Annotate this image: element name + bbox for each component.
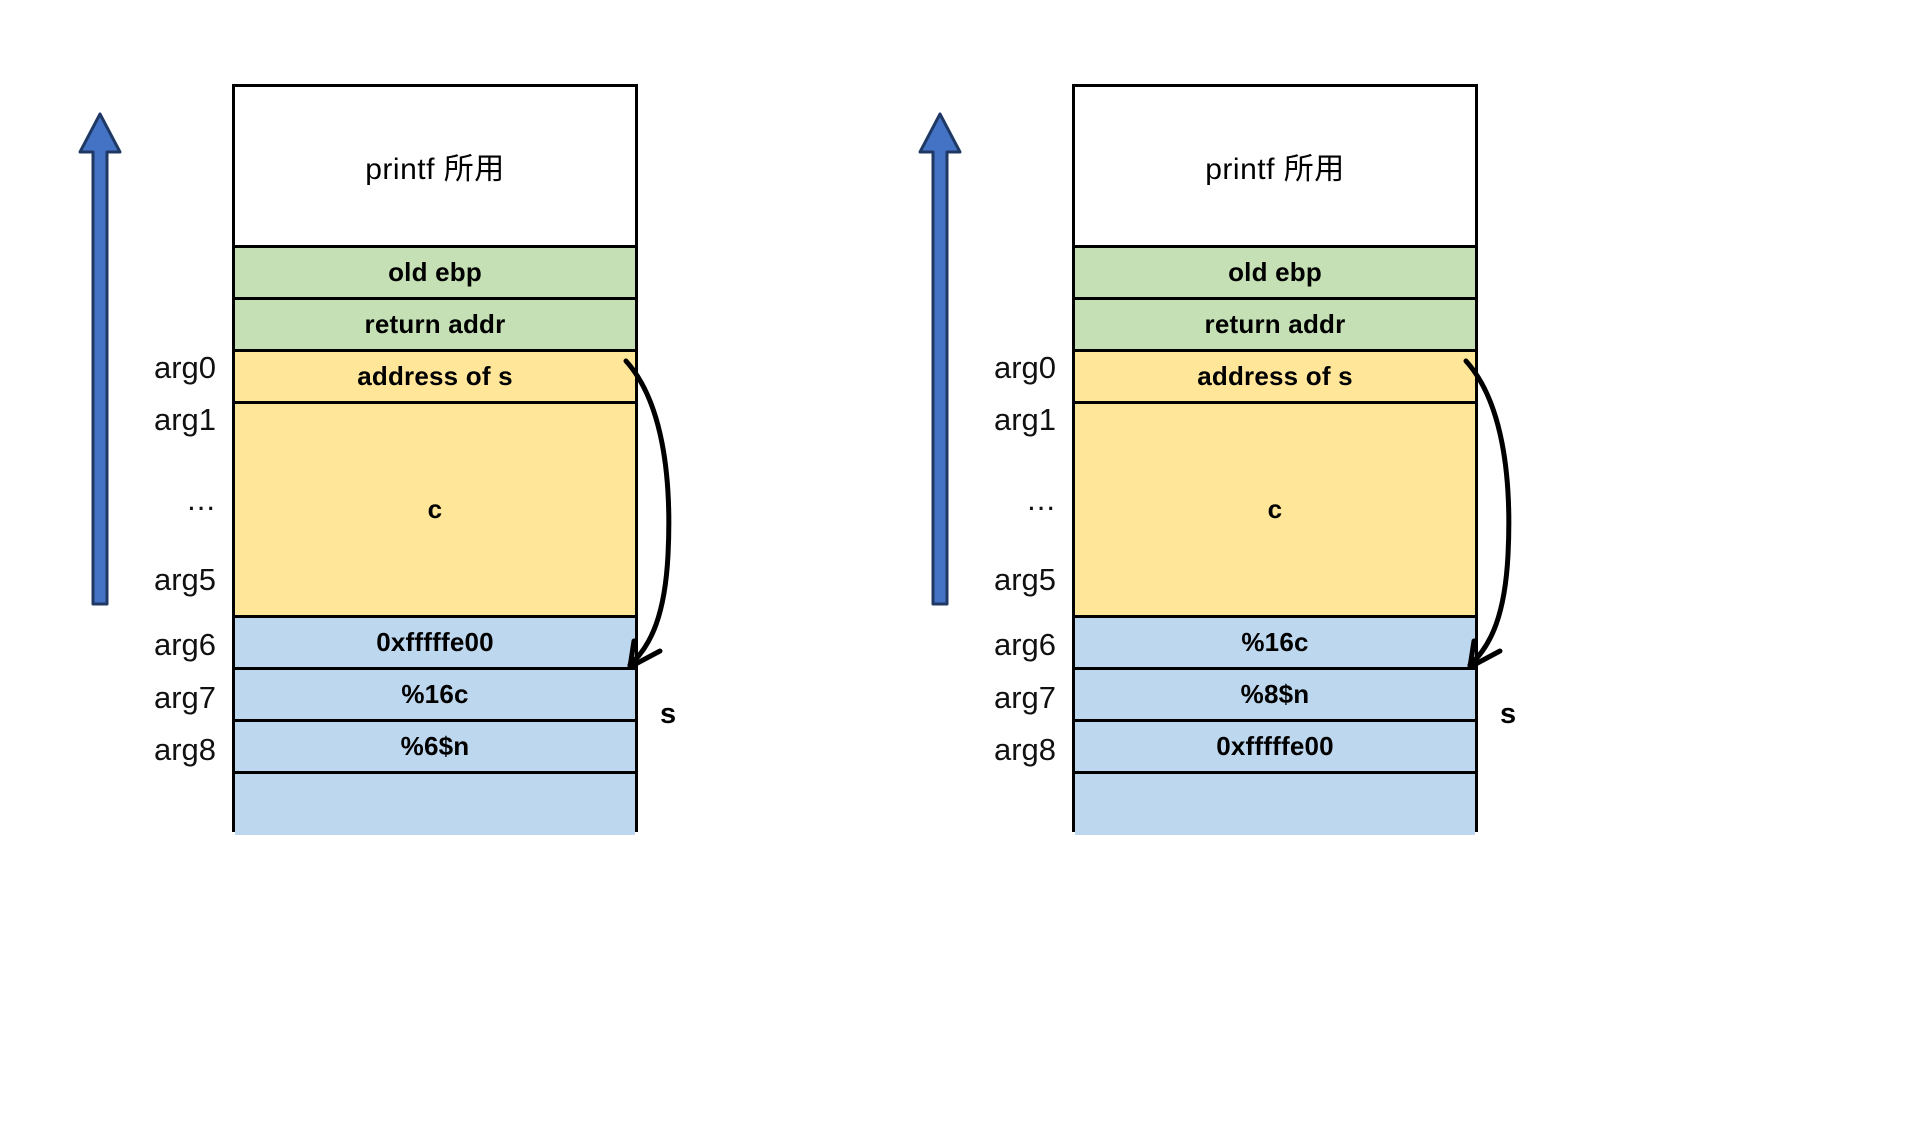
stack-slot-printf-scratch: printf 所用 [1075, 87, 1475, 245]
stack-slot-text: return addr [1204, 309, 1346, 339]
arg-label-3: arg5 [993, 562, 1056, 597]
stack-slot-old-ebp: old ebp [235, 245, 635, 297]
stack-slot-text: 0xfffffe00 [376, 627, 494, 657]
arg-label-5: arg7 [153, 680, 216, 715]
pointer-s-label-right: s [1500, 698, 1517, 730]
stack-slot-return-addr: return addr [1075, 297, 1475, 349]
stack-slot-c-args: c [1075, 401, 1475, 615]
stack-slot-text: %16c [1241, 627, 1309, 657]
arg-label-1: arg1 [993, 402, 1056, 437]
stack-slot-text: %8$n [1240, 679, 1310, 709]
stack-slot-address-of-s: address of s [235, 349, 635, 401]
stack-slot-tail-slot [1075, 771, 1475, 835]
stack-slot-arg7-value: %16c [235, 667, 635, 719]
arg-label-6: arg8 [153, 732, 216, 767]
arg-label-2: ... [1027, 482, 1056, 517]
arg-label-4: arg6 [153, 627, 216, 662]
pointer-s-label-left: s [660, 698, 677, 730]
arg-label-1: arg1 [153, 402, 216, 437]
stack-slot-text: printf 所用 [365, 153, 505, 186]
stack-slot-arg6-value: %16c [1075, 615, 1475, 667]
arg-label-column-left: arg0 arg1... arg5 arg6 arg7 arg8 [110, 84, 222, 832]
arg-label-3: arg5 [153, 562, 216, 597]
stack-diagram-left: arg0 arg1... arg5 arg6 arg7 arg8 printf 所用 old… [0, 0, 860, 1131]
stack-slot-arg8-value: 0xfffffe00 [1075, 719, 1475, 771]
stack-slot-arg6-value: 0xfffffe00 [235, 615, 635, 667]
stack-slot-text: %6$n [400, 731, 470, 761]
stack-slot-text: return addr [364, 309, 506, 339]
stack-slot-text: old ebp [1228, 257, 1322, 287]
stack-slot-address-of-s: address of s [1075, 349, 1475, 401]
stack-slot-arg8-value: %6$n [235, 719, 635, 771]
stack-slot-text: address of s [1197, 361, 1353, 391]
arg-label-0: arg0 [153, 350, 216, 385]
stack-slot-return-addr: return addr [235, 297, 635, 349]
arg-label-0: arg0 [993, 350, 1056, 385]
stack-diagram-right: arg0 arg1... arg5 arg6 arg7 arg8 printf 所用 old… [840, 0, 1700, 1131]
stack-slot-arg7-value: %8$n [1075, 667, 1475, 719]
stack-slot-text: old ebp [388, 257, 482, 287]
stack-slot-text: c [427, 494, 443, 524]
stack-slot-c-args: c [235, 401, 635, 615]
stack-slot-old-ebp: old ebp [1075, 245, 1475, 297]
stack-slot-tail-slot [235, 771, 635, 835]
arg-label-2: ... [187, 482, 216, 517]
arg-label-4: arg6 [993, 627, 1056, 662]
stack-growth-arrow-icon [78, 112, 122, 606]
stack-slot-printf-scratch: printf 所用 [235, 87, 635, 245]
stack-slot-text: address of s [357, 361, 513, 391]
arg-label-column-right: arg0 arg1... arg5 arg6 arg7 arg8 [950, 84, 1062, 832]
stack-slot-text: c [1267, 494, 1283, 524]
arg-label-5: arg7 [993, 680, 1056, 715]
stack-frame-box-left: printf 所用 old ebp return addr address of s c… [232, 84, 638, 835]
stack-slot-text: 0xfffffe00 [1216, 731, 1334, 761]
stack-frame-box-right: printf 所用 old ebp return addr address of s c… [1072, 84, 1478, 835]
arg-label-6: arg8 [993, 732, 1056, 767]
stack-slot-text: printf 所用 [1205, 153, 1345, 186]
stack-growth-arrow-icon [918, 112, 962, 606]
stack-slot-text: %16c [401, 679, 469, 709]
